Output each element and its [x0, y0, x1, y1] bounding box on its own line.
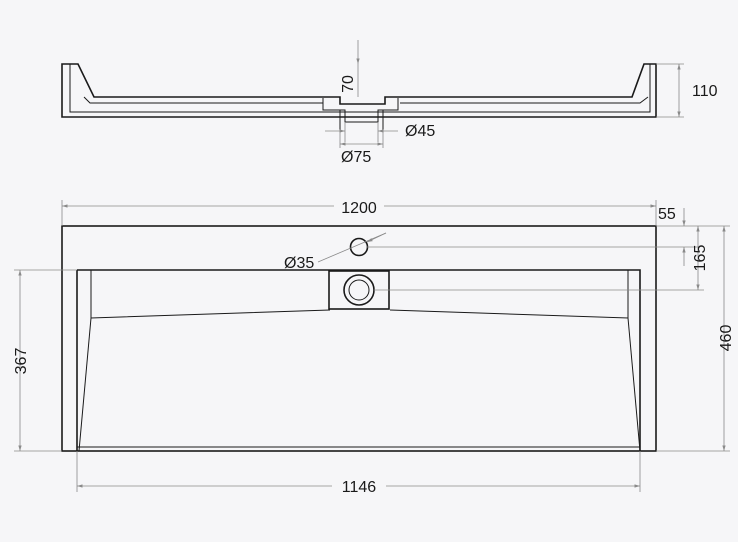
- dim-45-label: Ø45: [405, 123, 435, 140]
- dim-35-arrow: [366, 232, 387, 243]
- dim-35-label: Ø35: [284, 255, 314, 272]
- plan-outer-rim: [61, 225, 657, 452]
- side-outer-profile: [61, 63, 657, 118]
- dim-1200-label: 1200: [341, 200, 377, 217]
- drain-section: [322, 98, 399, 123]
- dim-70-label: 70: [340, 75, 357, 93]
- plan-basin-outline: [76, 269, 641, 451]
- drain-pipe: [339, 110, 384, 130]
- top-plan-view: 1200 55 165 460 Ø35 367 1146: [13, 200, 735, 496]
- dim-165-label: 165: [692, 245, 709, 272]
- dim-110-label: 110: [692, 83, 718, 100]
- dim-367-label: 367: [13, 348, 30, 375]
- side-inner-profile: [69, 64, 651, 113]
- dim-1146-label: 1146: [342, 479, 377, 496]
- dim-55-label: 55: [658, 206, 676, 223]
- side-inner-floor: [83, 96, 649, 104]
- dim-35-leader: [317, 232, 387, 263]
- dim-75-label: Ø75: [341, 149, 371, 166]
- plan-basin-inner: [90, 270, 629, 319]
- dim-460-label: 460: [718, 325, 735, 352]
- plan-basin-slope-right: [627, 317, 641, 452]
- plan-basin-slope-left: [78, 317, 92, 452]
- side-section-view: 70 110 Ø45 Ø75: [61, 40, 718, 166]
- drain-inner-circle: [348, 279, 370, 301]
